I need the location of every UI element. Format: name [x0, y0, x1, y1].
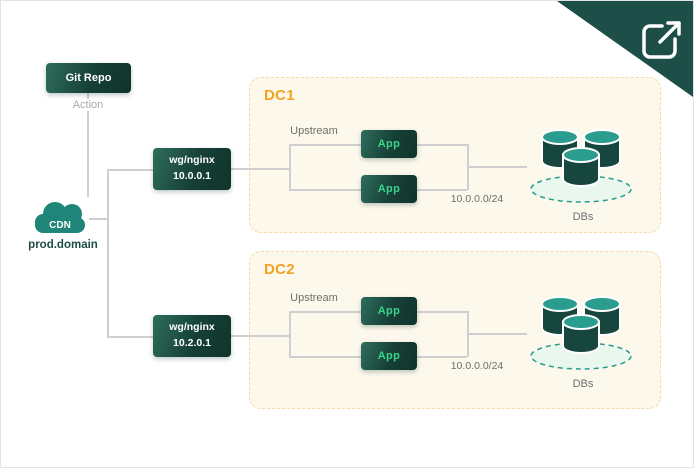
app-label: App — [377, 350, 401, 362]
subnet-label-dc1: 10.0.0.0/24 — [450, 193, 504, 205]
corner-expand-button[interactable] — [557, 1, 693, 97]
app-node-dc2-1: App — [361, 297, 417, 325]
connector-line — [107, 169, 109, 338]
gateway-ip: 10.0.0.1 — [173, 170, 211, 182]
connector-line — [289, 311, 291, 357]
connector-line — [89, 218, 108, 220]
db-cluster-icon — [530, 129, 632, 203]
cdn-domain-label: prod.domain — [28, 239, 98, 251]
app-node-dc1-2: App — [361, 175, 417, 203]
connector-line — [231, 335, 289, 337]
git-repo-node: Git Repo — [46, 63, 131, 93]
connector-line — [417, 311, 467, 313]
gateway-node-dc2: wg/nginx 10.2.0.1 — [153, 315, 231, 357]
git-repo-label: Git Repo — [65, 72, 112, 84]
dc1-title: DC1 — [264, 87, 295, 104]
external-link-icon — [642, 21, 681, 59]
gateway-node-dc1: wg/nginx 10.0.0.1 — [153, 148, 231, 190]
connector-line — [467, 333, 527, 335]
connector-line — [289, 189, 361, 191]
connector-line — [87, 93, 89, 197]
upstream-label-dc2: Upstream — [290, 292, 338, 304]
gateway-ip: 10.2.0.1 — [173, 337, 211, 349]
gateway-name: wg/nginx — [169, 321, 215, 334]
connector-line — [417, 189, 467, 191]
connector-line — [417, 144, 467, 146]
app-label: App — [377, 183, 401, 195]
gateway-name: wg/nginx — [169, 154, 215, 167]
connector-line — [417, 356, 467, 358]
connector-line — [107, 169, 153, 171]
dbs-label-dc1: DBs — [572, 211, 594, 223]
connector-line — [289, 144, 361, 146]
connector-line — [289, 311, 361, 313]
subnet-label-dc2: 10.0.0.0/24 — [450, 360, 504, 372]
db-cluster-icon — [530, 296, 632, 370]
action-edge-label: Action — [65, 99, 111, 111]
app-label: App — [377, 138, 401, 150]
connector-line — [289, 356, 361, 358]
connector-line — [231, 168, 289, 170]
connector-line — [467, 166, 527, 168]
app-node-dc2-2: App — [361, 342, 417, 370]
app-label: App — [377, 305, 401, 317]
dbs-label-dc2: DBs — [572, 378, 594, 390]
cdn-cloud-icon: CDN — [35, 202, 85, 233]
app-node-dc1-1: App — [361, 130, 417, 158]
dc2-title: DC2 — [264, 261, 295, 278]
cdn-label: CDN — [49, 220, 71, 231]
connector-line — [289, 144, 291, 190]
connector-line — [107, 336, 153, 338]
upstream-label-dc1: Upstream — [290, 125, 338, 137]
